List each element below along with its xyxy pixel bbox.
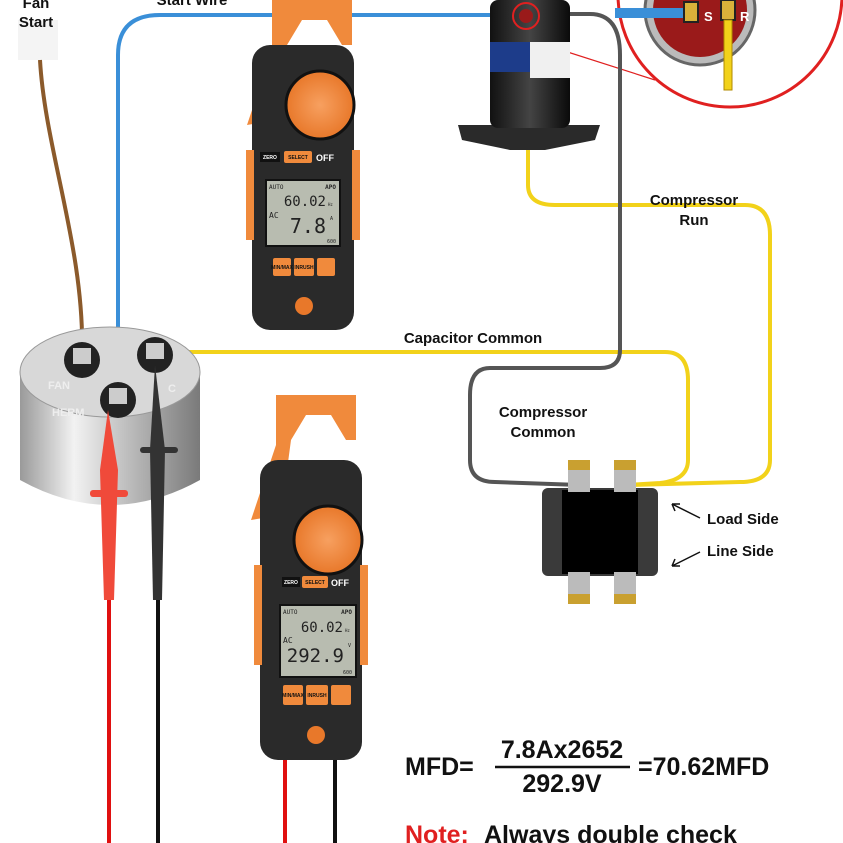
minmax-button-label: MIN/MAX (282, 693, 304, 699)
hold-button[interactable] (295, 297, 313, 315)
select-button[interactable]: SELECT (288, 155, 308, 161)
backlight-button[interactable] (317, 258, 335, 276)
inrush-button[interactable] (294, 258, 314, 276)
auto-indicator: AUTO (269, 184, 284, 191)
capacitor-common-label: Capacitor Common (404, 330, 542, 347)
apo-indicator: APO (341, 609, 352, 616)
zero-button[interactable]: ZERO (263, 155, 277, 161)
contactor (542, 460, 658, 604)
bargraph-range: 600 (327, 239, 336, 245)
frequency-reading: 60.02 (284, 194, 326, 210)
note-text: Always double check (484, 821, 737, 843)
lcd-display (265, 179, 341, 247)
inrush-button-label: INRUSH (294, 265, 314, 271)
hold-button[interactable] (307, 726, 325, 744)
terminal-zoom-callout: S R (529, 0, 843, 109)
fan-start-label-2: Start (19, 14, 53, 31)
lcd-display (279, 604, 357, 678)
fan-terminal-label: FAN (48, 380, 70, 392)
start-wire-label: Start Wire (157, 0, 228, 9)
line-side-label: Line Side (707, 543, 774, 560)
mode-indicator: AC (283, 636, 293, 645)
fan-start-tag (18, 20, 58, 60)
bargraph-range: 600 (343, 670, 352, 676)
minmax-button[interactable] (283, 685, 303, 705)
off-label: OFF (316, 153, 334, 163)
rotary-dial[interactable] (284, 69, 356, 141)
frequency-unit: Hz (328, 202, 333, 207)
run-terminal-label: R (740, 9, 750, 24)
main-reading: 292.9 (287, 645, 344, 667)
frequency-unit: Hz (345, 628, 350, 633)
clamp-meter-top: ZERO SELECT OFF APO AUTO 60.02 Hz AC 7.8… (246, 0, 360, 330)
line-side-arrow-icon (671, 551, 701, 567)
backlight-button[interactable] (331, 685, 351, 705)
compressor-common-label-1: Compressor (499, 404, 588, 421)
capacitor-common-wire (160, 350, 690, 487)
minmax-button-label: MIN/MAX (271, 265, 293, 271)
inrush-button-label: INRUSH (307, 693, 327, 699)
herm-terminal-label: HERM (52, 407, 84, 419)
main-unit: A (330, 216, 333, 222)
compressor-run-wire (526, 20, 772, 487)
apo-indicator: APO (325, 184, 336, 191)
start-wire (116, 13, 525, 395)
start-terminal-label: S (704, 9, 713, 24)
formula-denominator: 292.9V (522, 770, 602, 798)
load-side-label: Load Side (707, 511, 779, 528)
start-terminal (683, 1, 699, 23)
common-terminal-label: C (168, 383, 176, 395)
note-prefix: Note: (405, 821, 469, 843)
formula-lhs: MFD= (405, 753, 474, 781)
off-label: OFF (331, 578, 349, 588)
zero-button[interactable]: ZERO (284, 580, 298, 586)
main-reading: 7.8 (290, 214, 326, 238)
select-button[interactable]: SELECT (305, 580, 325, 586)
mode-indicator: AC (269, 211, 279, 220)
compressor-common-wire (468, 12, 622, 487)
red-test-probe (90, 410, 128, 843)
clamp-meter-bottom: ZERO SELECT OFF APO AUTO 60.02 Hz AC 292… (251, 395, 368, 760)
load-side-arrow-icon (671, 503, 701, 519)
formula-result: =70.62MFD (638, 753, 769, 781)
black-test-probe (140, 365, 178, 843)
auto-indicator: AUTO (283, 609, 298, 616)
compressor-run-label-1: Compressor (650, 192, 739, 209)
main-unit: V (348, 643, 351, 649)
run-terminal (720, 0, 736, 21)
rotary-dial[interactable] (292, 504, 364, 576)
compressor-run-label-2: Run (679, 212, 708, 229)
fan-start-label-1: Fan (23, 0, 50, 12)
compressor (458, 0, 600, 150)
inrush-button[interactable] (306, 685, 328, 705)
frequency-reading: 60.02 (301, 620, 343, 636)
compressor-common-label-2: Common (511, 424, 576, 441)
minmax-button[interactable] (273, 258, 291, 276)
formula-numerator: 7.8Ax2652 (501, 736, 623, 764)
fan-wire (38, 59, 85, 356)
